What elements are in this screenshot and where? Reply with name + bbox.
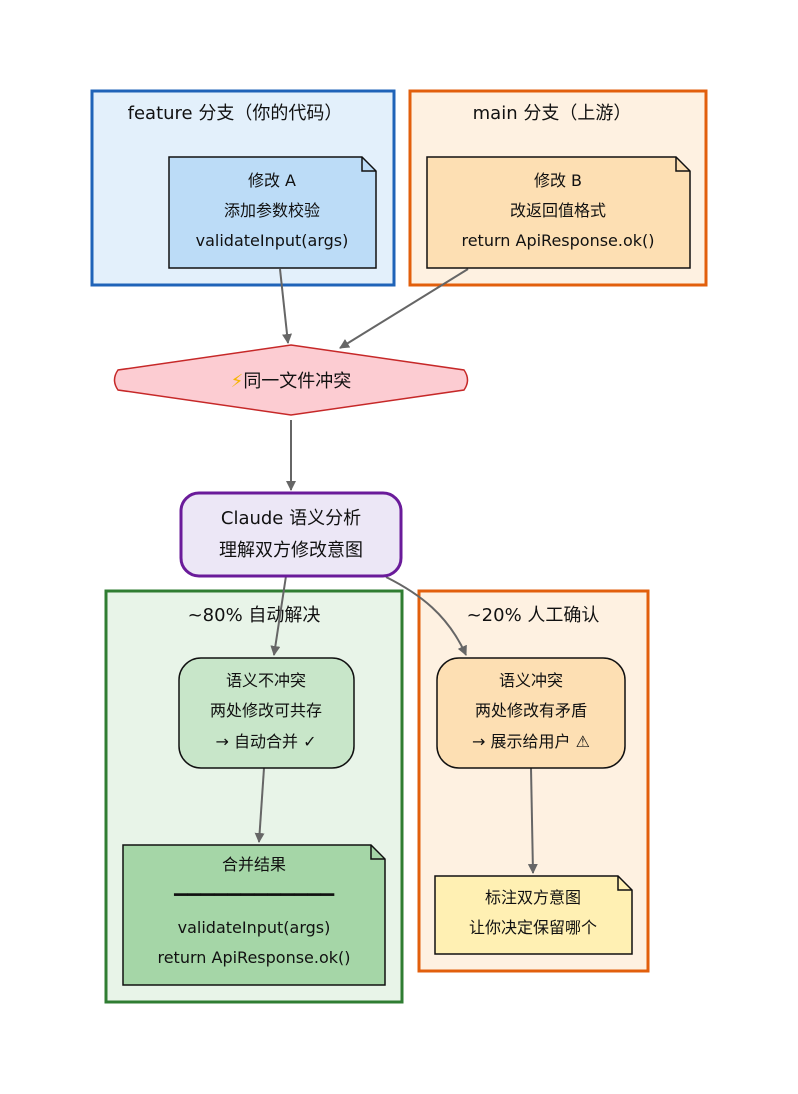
feature-branch-label: feature 分支（你的代码） (128, 103, 343, 124)
edge-semantic-conflict-to-annotate (527, 767, 538, 874)
merge-result-line-1: validateInput(args) (178, 918, 331, 937)
merge-result-title: 合并结果 (222, 855, 286, 874)
no-conflict-title: 语义不冲突 (226, 671, 306, 690)
edge-change-b-to-conflict (339, 268, 469, 349)
annotate-intents-title: 标注双方意图 (485, 888, 581, 907)
conflict-diamond: ⚡同一文件冲突 (113, 344, 469, 416)
semantic-conflict-title: 语义冲突 (499, 671, 563, 690)
change-b-note: 修改 B 改返回值格式 return ApiResponse.ok() (426, 156, 691, 269)
merge-result-note: 合并结果 ━━━━━━━━━━━━ validateInput(args) re… (122, 844, 386, 986)
change-a-desc: 添加参数校验 (224, 201, 320, 220)
edges (254, 268, 538, 874)
change-b-title: 修改 B (534, 171, 582, 190)
main-branch-label: main 分支（上游） (473, 103, 632, 124)
change-a-code: validateInput(args) (196, 231, 349, 250)
change-b-code: return ApiResponse.ok() (461, 231, 654, 250)
semantic-conflict-node: 语义冲突 两处修改有矛盾 → 展示给用户 ⚠ (436, 657, 626, 769)
edge-change-a-to-conflict (279, 268, 293, 344)
svg-text:⚡同一文件冲突: ⚡同一文件冲突 (231, 371, 352, 392)
semantic-conflict-desc: 两处修改有矛盾 (475, 701, 587, 720)
change-a-note: 修改 A 添加参数校验 validateInput(args) (168, 156, 377, 269)
no-conflict-desc: 两处修改可共存 (210, 701, 322, 720)
no-conflict-node: 语义不冲突 两处修改可共存 → 自动合并 ✓ (178, 657, 355, 769)
edge-claude-to-no-conflict (270, 575, 287, 656)
merge-result-line-2: return ApiResponse.ok() (157, 948, 350, 967)
edge-no-conflict-to-merge-result (254, 767, 265, 843)
change-b-desc: 改返回值格式 (510, 201, 606, 220)
merge-result-divider: ━━━━━━━━━━━━ (173, 885, 335, 904)
annotate-intents-note: 标注双方意图 让你决定保留哪个 (434, 875, 633, 955)
claude-analysis-desc: 理解双方修改意图 (219, 540, 363, 561)
edge-claude-to-semantic-conflict (385, 576, 467, 656)
auto-resolve-label: ~80% 自动解决 (188, 605, 321, 626)
semantic-conflict-action: → 展示给用户 ⚠ (472, 732, 590, 751)
claude-analysis-title: Claude 语义分析 (221, 508, 361, 529)
claude-analysis-node: Claude 语义分析 理解双方修改意图 (179, 491, 403, 578)
manual-confirm-label: ~20% 人工确认 (467, 605, 600, 626)
annotate-intents-desc: 让你决定保留哪个 (469, 918, 597, 937)
change-a-title: 修改 A (248, 171, 296, 190)
conflict-label: 同一文件冲突 (243, 371, 351, 392)
lightning-icon: ⚡ (231, 371, 244, 392)
no-conflict-action: → 自动合并 ✓ (216, 732, 317, 751)
